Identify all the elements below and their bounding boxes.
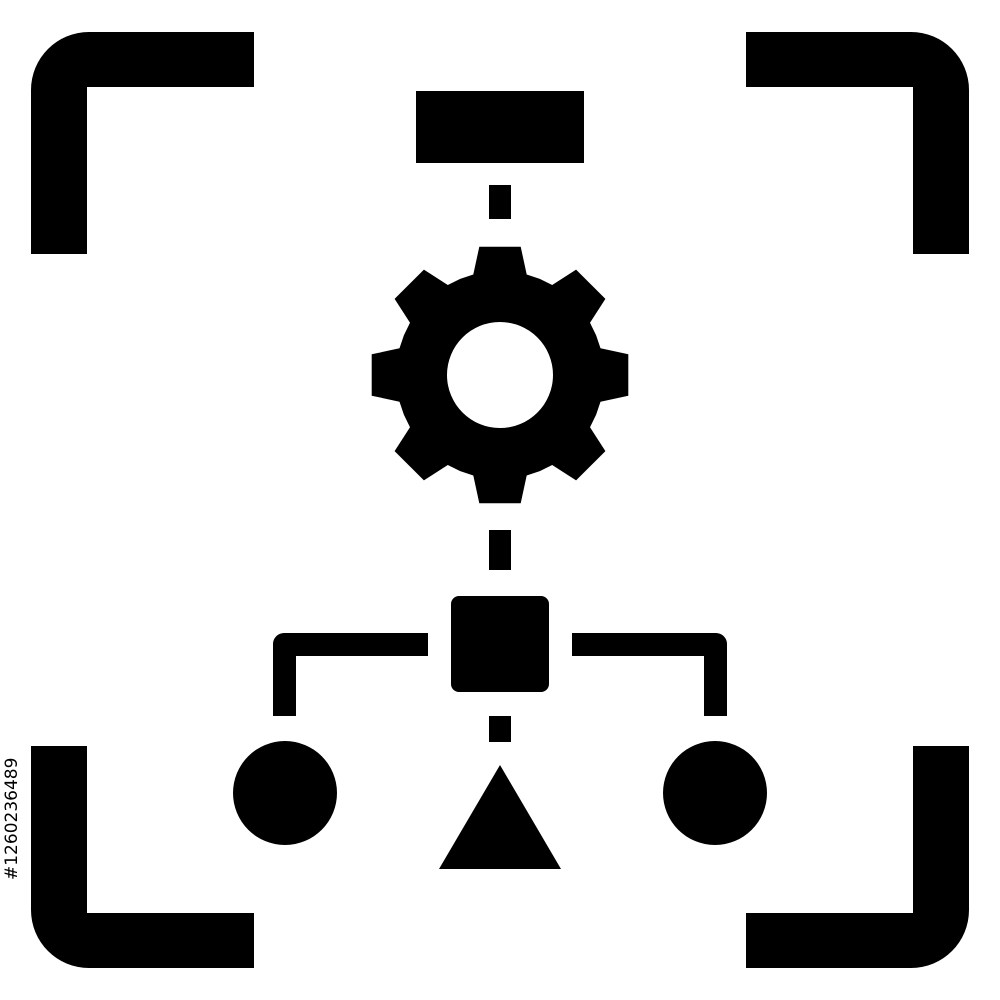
right-circle-node-icon [663, 741, 767, 845]
connector-dash [489, 530, 511, 570]
header-block-icon [416, 91, 584, 163]
frame-corner-top-left-icon [31, 32, 254, 254]
hub-square-icon [451, 596, 549, 692]
frame-corner-bottom-left-icon [31, 746, 254, 968]
branch-line-left [273, 633, 428, 716]
branch-line-right [572, 633, 727, 716]
frame-corner-bottom-right-icon [746, 746, 969, 968]
connector-dash [489, 185, 511, 219]
frame-corner-top-right-icon [746, 32, 969, 254]
connector-dash [489, 716, 511, 742]
left-circle-node-icon [233, 741, 337, 845]
stock-id-label: #1260236489 [2, 757, 22, 880]
gear-icon [371, 246, 629, 504]
center-triangle-node-icon [439, 765, 561, 869]
